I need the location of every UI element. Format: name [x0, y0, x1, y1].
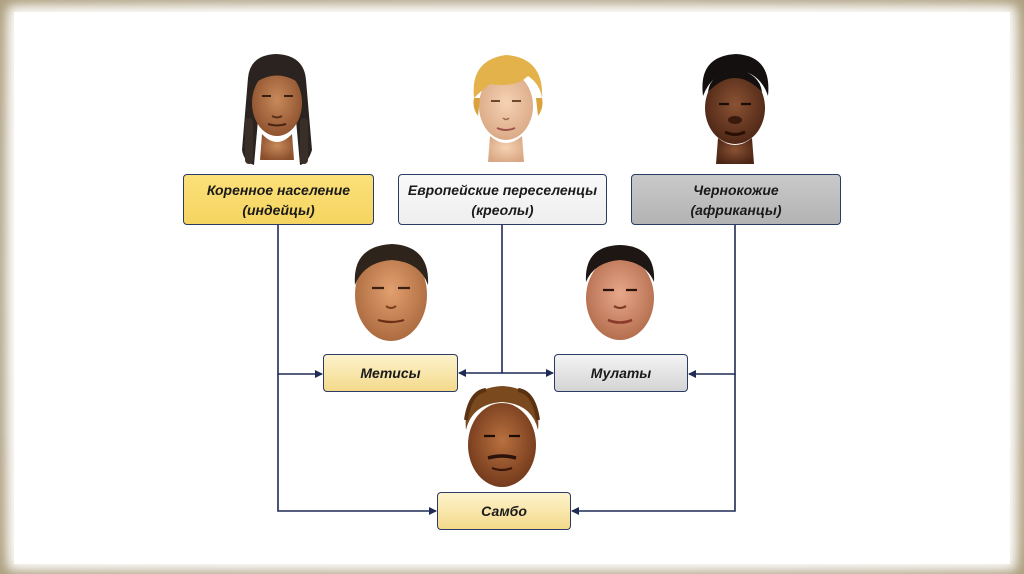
european-settlers-box: Европейские переселенцы (креолы) [398, 174, 607, 225]
african-population-sublabel: (африканцы) [690, 200, 781, 220]
portrait-mestizo-icon [355, 244, 428, 341]
line-native-to-mestizo [278, 225, 322, 374]
line-european-to-mestizo [459, 225, 502, 373]
sambo-box: Самбо [437, 492, 571, 530]
african-population-label: Чернокожие [690, 180, 781, 200]
portrait-mulatto-icon [586, 245, 654, 340]
portrait-native-icon [242, 54, 312, 165]
mulatto-label: Мулаты [591, 363, 652, 383]
european-settlers-label: Европейские переселенцы [408, 180, 597, 200]
portrait-sambo-icon [466, 386, 539, 487]
native-population-sublabel: (индейцы) [207, 200, 350, 220]
line-native-to-sambo [278, 374, 436, 511]
sambo-label: Самбо [481, 501, 527, 521]
african-population-box: Чернокожие (африканцы) [631, 174, 841, 225]
mestizo-label: Метисы [360, 363, 420, 383]
mestizo-box: Метисы [323, 354, 458, 392]
portrait-european-icon [474, 55, 543, 162]
mulatto-box: Мулаты [554, 354, 688, 392]
native-population-label: Коренное население [207, 180, 350, 200]
line-african-to-sambo [572, 374, 735, 511]
native-population-box: Коренное население (индейцы) [183, 174, 374, 225]
line-african-to-mulatto [689, 225, 735, 374]
portrait-african-icon [702, 54, 768, 164]
european-settlers-sublabel: (креолы) [408, 200, 597, 220]
